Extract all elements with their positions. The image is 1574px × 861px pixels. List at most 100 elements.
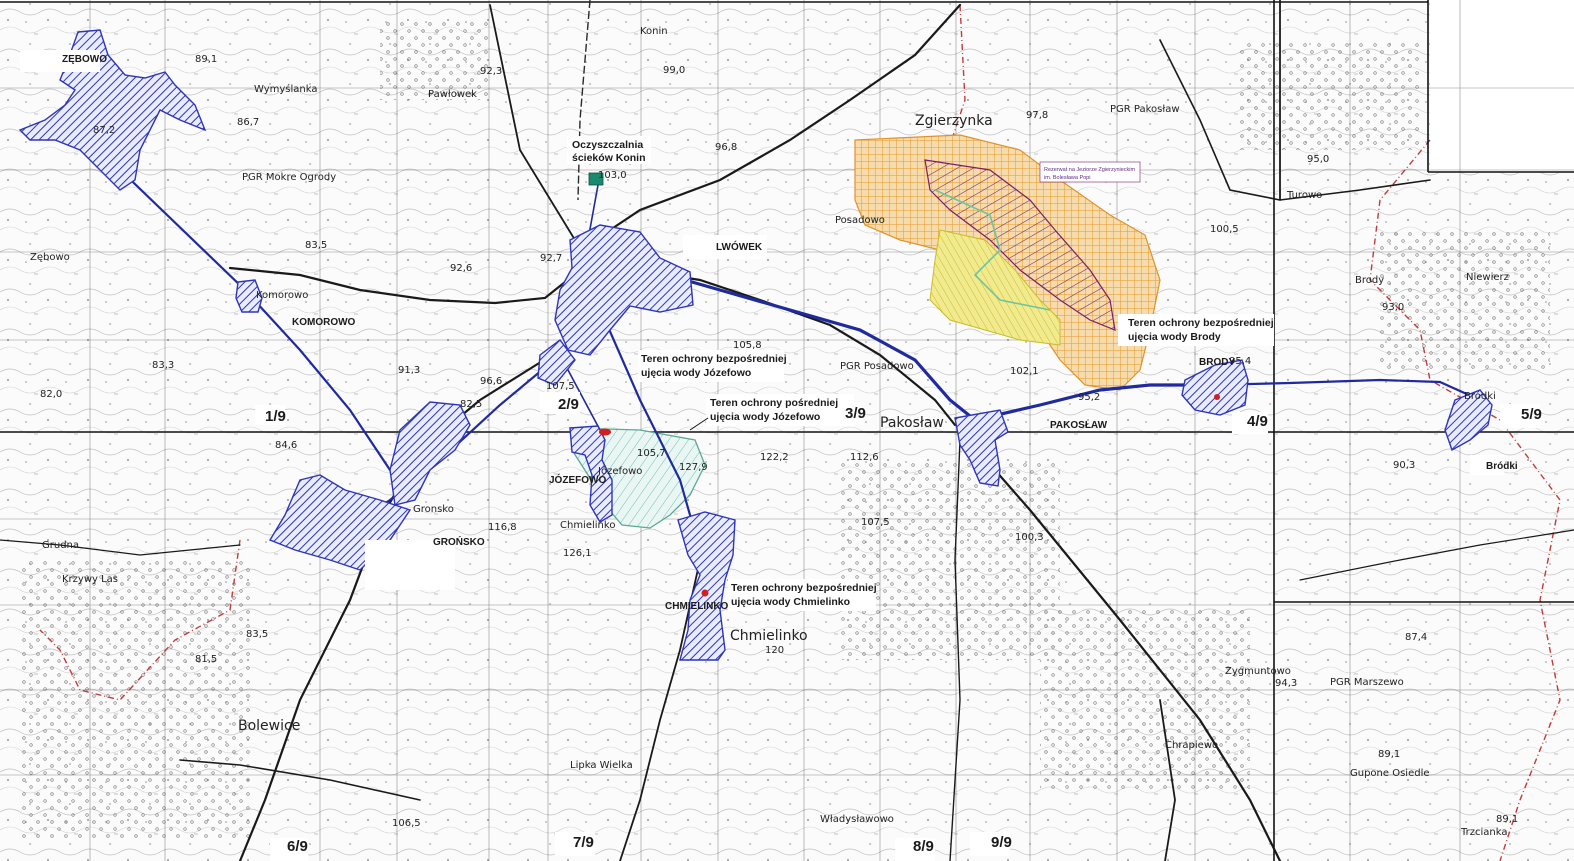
place-name-label: PGR Pakosław <box>1110 104 1180 115</box>
spot-height-label: 91,3 <box>398 365 420 376</box>
place-name-label: PGR Marszewo <box>1330 677 1404 688</box>
spot-height-label: 83,5 <box>246 629 268 640</box>
intake-jozefowo <box>599 428 611 436</box>
reserve-stream <box>934 189 1051 311</box>
sheet-number-label: 6/9 <box>287 838 308 855</box>
place-name-label: Bolewice <box>238 718 300 734</box>
reserve-label-box <box>1039 161 1141 183</box>
admin-boundary <box>39 4 1561 861</box>
intake-brody <box>1214 394 1220 400</box>
brody-direct-label-line1: Teren ochrony bezpośredniej <box>1128 317 1274 329</box>
place-name-label: Krzywy Las <box>62 574 118 585</box>
road-grudna <box>0 539 241 556</box>
treatment-plant-label-line2: ścieków Konin <box>572 152 646 164</box>
spot-height-label: 83,5 <box>305 240 327 251</box>
zone-name-label: Bródki <box>1486 461 1518 472</box>
spot-height-label: 97,8 <box>1026 110 1048 121</box>
road-northwest <box>489 4 576 241</box>
jozefowo-indirect-label-line1: Teren ochrony pośredniej <box>710 397 838 409</box>
spot-height-label: 126,1 <box>563 548 592 559</box>
place-name-label: Wymyślanka <box>254 83 318 95</box>
spot-height-label: 89,1 <box>1496 814 1518 825</box>
place-name-label: Gupone Osiedle <box>1350 768 1430 779</box>
place-name-label: Turowo <box>1286 190 1322 201</box>
reserve-label-line1: Rezerwat na Jeziorze Zgierzynieckim <box>1044 167 1136 173</box>
spot-height-label: 96,8 <box>715 142 737 153</box>
spot-height-label: 99,0 <box>663 65 685 76</box>
jozefowo-direct-label-line1: Teren ochrony bezpośredniej <box>641 353 787 365</box>
zone-name-label: LWÓWEK <box>716 240 763 253</box>
place-name-label: Zygmuntowo <box>1225 666 1291 677</box>
sheet-number-label: 8/9 <box>913 838 934 855</box>
sheet-number-label: 4/9 <box>1247 413 1268 430</box>
reserve-lake-yellow <box>929 229 1061 346</box>
spot-height-label: 90,3 <box>1393 460 1415 471</box>
pipeline-lwowek-pakoslaw-brody <box>648 268 1212 422</box>
zone-name-label: CHMIELINKO <box>665 601 729 612</box>
place-name-label: Pakosław <box>880 415 944 431</box>
spot-height-label: 82,0 <box>40 389 62 400</box>
zone-brody <box>1181 359 1249 416</box>
zone-pakoslaw <box>954 409 1009 487</box>
spot-height-label: 120 <box>765 645 784 656</box>
road-east-turowo <box>1159 39 1431 201</box>
spot-height-label: 100,3 <box>1015 532 1044 543</box>
spot-height-label: 92,6 <box>450 263 472 274</box>
place-name-label: Komorowo <box>256 290 308 301</box>
spot-height-label: 89,1 <box>195 54 217 65</box>
spot-height-label: 82,5 <box>460 399 482 410</box>
treatment-plant-label-line1: Oczyszczalnia <box>572 139 643 151</box>
place-name-label: Chrapiewo <box>1165 740 1218 751</box>
chmielinko-direct-label-line2: ujęcia wody Chmielinko <box>731 596 850 608</box>
sheet-number-label: 9/9 <box>991 834 1012 851</box>
zone-lwowek <box>554 224 694 356</box>
spot-height-label: 92,3 <box>480 66 502 77</box>
spot-height-label: 89,1 <box>1378 749 1400 760</box>
nature-reserve: Rezerwat na Jeziorze Zgierzynieckim im. … <box>854 134 1161 391</box>
spot-height-label: 103,0 <box>598 170 627 181</box>
water-intakes <box>599 394 1220 597</box>
spot-height-label: 84,6 <box>275 440 297 451</box>
annotations: Oczyszczalnia ścieków Konin Teren ochron… <box>572 139 1274 608</box>
spot-height-label: 94,3 <box>1275 678 1297 689</box>
place-name-label: Lipka Wielka <box>570 760 633 771</box>
spot-height-label: 81,5 <box>195 654 217 665</box>
brody-direct-label-line2: ujęcia wody Brody <box>1128 331 1221 343</box>
spot-height-label: 95,4 <box>1229 356 1251 367</box>
spot-height-label: 112,6 <box>850 452 879 463</box>
place-name-label: Bródki <box>1464 390 1496 402</box>
road-south-chmielinko <box>619 559 701 861</box>
place-names: ZgierzynkaPakosławChmielinkoBolewiceKoni… <box>30 26 1509 838</box>
place-name-label: Władysławowo <box>820 814 894 825</box>
sheet-number-label: 7/9 <box>573 834 594 851</box>
place-name-label: Brody <box>1355 275 1384 286</box>
spot-height-label: 95,0 <box>1307 154 1329 165</box>
place-name-label: Posadowo <box>835 215 885 226</box>
place-name-label: PGR Posadowo <box>840 361 914 372</box>
place-name-label: Konin <box>640 26 668 37</box>
intake-chmielinko <box>701 589 709 597</box>
road-chrapiewo <box>1159 699 1176 861</box>
spot-height-label: 105,8 <box>733 340 762 351</box>
place-name-label: Zębowo <box>30 252 70 263</box>
spot-height-label: 100,5 <box>1210 224 1239 235</box>
road-pakoslaw-south <box>949 439 961 861</box>
zone-jozefowo <box>569 425 613 523</box>
treatment-plant-marker <box>588 172 604 186</box>
spot-height-label: 93,0 <box>1382 302 1404 313</box>
place-name-label: Trzcianka <box>1460 827 1507 838</box>
map-blank-area <box>1430 0 1574 172</box>
zone-brodki <box>1444 389 1493 452</box>
label-backgrounds <box>20 50 1540 861</box>
reserve-core-purple <box>924 159 1116 331</box>
pipelines <box>108 158 1482 592</box>
sheet-number-label: 2/9 <box>558 396 579 413</box>
road-bolewice <box>179 759 421 801</box>
place-name-label: Chmielinko <box>730 628 808 644</box>
place-name-label: Grudna <box>42 540 79 551</box>
place-name-label: Gronsko <box>413 504 454 515</box>
